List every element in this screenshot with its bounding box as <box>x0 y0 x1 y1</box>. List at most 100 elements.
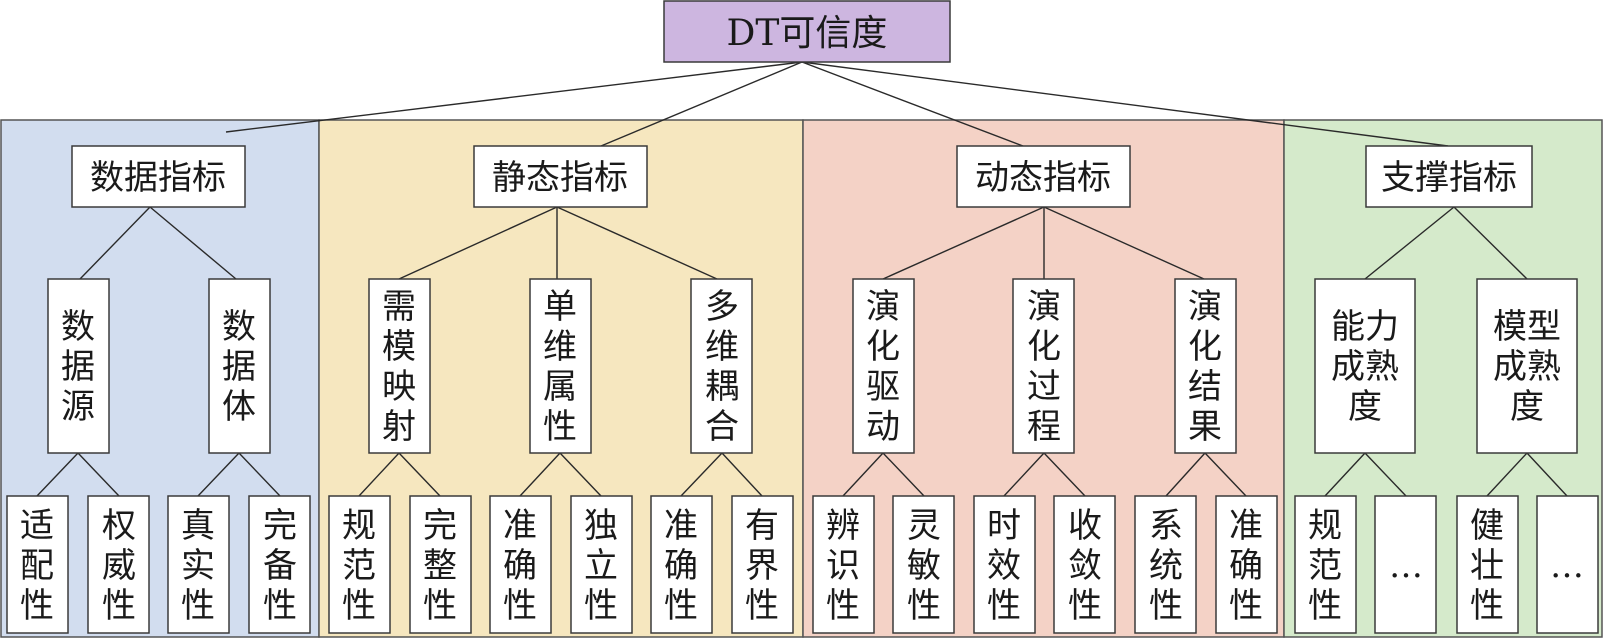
leaf-node: 系统性 <box>1134 495 1197 634</box>
leaf-node-box <box>167 495 230 634</box>
leaf-node-label: 规范性 <box>1308 506 1342 626</box>
root-node: DT可信度 <box>663 0 951 63</box>
leaf-node-box <box>1456 495 1519 634</box>
leaf-node-label: 权威性 <box>102 506 136 626</box>
mid-node: 多维耦合 <box>690 278 753 454</box>
leaf-node-box <box>489 495 552 634</box>
leaf-node: 完整性 <box>409 495 472 634</box>
leaf-node: 准确性 <box>1215 495 1278 634</box>
section-header-box <box>1365 145 1533 208</box>
mid-node: 演化驱动 <box>852 278 915 454</box>
leaf-node: 健壮性 <box>1456 495 1519 634</box>
leaf-node: … <box>1374 495 1437 634</box>
leaf-node: 适配性 <box>6 495 69 634</box>
leaf-node: 规范性 <box>1294 495 1357 634</box>
section-header-label: 支撑指标 <box>1381 158 1517 198</box>
leaf-node-box <box>1374 495 1437 634</box>
edge-root-dynamic <box>801 61 1024 147</box>
edge-leaf <box>238 452 281 497</box>
leaf-node-label: 系统性 <box>1149 506 1183 626</box>
leaf-node: 独立性 <box>570 495 633 634</box>
edge-leaf <box>36 452 79 497</box>
mid-node-box <box>1174 278 1237 454</box>
leaf-node: 真实性 <box>167 495 230 634</box>
mid-node-box <box>1314 278 1416 454</box>
section-header-data: 数据指标 <box>71 145 246 208</box>
mid-node-label: 多维耦合 <box>705 287 739 447</box>
leaf-node-label: 收敛性 <box>1068 506 1102 626</box>
leaf-node-label: 时效性 <box>987 506 1021 626</box>
mid-node: 能力成熟度 <box>1314 278 1416 454</box>
mid-node-box <box>1476 278 1578 454</box>
mid-node-box <box>690 278 753 454</box>
mid-node-label: 数据源 <box>61 307 95 427</box>
leaf-node-box <box>570 495 633 634</box>
leaf-node-box <box>328 495 391 634</box>
leaf-node-label: 准确性 <box>664 506 698 626</box>
edge-data-c2 <box>149 206 237 280</box>
mid-node: 单维属性 <box>529 278 592 454</box>
mid-node-label: 需模映射 <box>382 287 416 447</box>
leaf-node: 权威性 <box>87 495 150 634</box>
section-header-label: 动态指标 <box>975 158 1111 198</box>
mid-node: 演化过程 <box>1012 278 1075 454</box>
edge-leaf <box>680 452 723 497</box>
leaf-node-label: 适配性 <box>20 506 54 626</box>
leaf-node-label: … <box>1550 546 1584 586</box>
edge-leaf <box>721 452 763 497</box>
edge-leaf <box>1324 452 1366 497</box>
leaf-node-box <box>1053 495 1116 634</box>
mid-node-label: 演化过程 <box>1027 287 1061 447</box>
section-header-box <box>71 145 246 208</box>
mid-node-box <box>1012 278 1075 454</box>
leaf-node-box <box>409 495 472 634</box>
leaf-node-box <box>973 495 1036 634</box>
mid-node: 数据体 <box>208 278 271 454</box>
edge-leaf <box>1043 452 1086 497</box>
edge-leaf <box>882 452 925 497</box>
section-header-support: 支撑指标 <box>1365 145 1533 208</box>
edge-leaf <box>1204 452 1247 497</box>
edge-leaf <box>197 452 240 497</box>
leaf-node: 有界性 <box>731 495 794 634</box>
mid-node-label: 单维属性 <box>543 287 577 447</box>
mid-node: 需模映射 <box>368 278 431 454</box>
leaf-node-box <box>1215 495 1278 634</box>
edge-leaf <box>1486 452 1528 497</box>
connector-lines <box>36 61 1568 497</box>
edge-leaf <box>398 452 441 497</box>
leaf-node-label: 规范性 <box>342 506 376 626</box>
leaf-node-box <box>1536 495 1599 634</box>
leaf-node-box <box>892 495 955 634</box>
leaf-node-label: 完备性 <box>263 506 297 626</box>
leaf-node: 准确性 <box>489 495 552 634</box>
leaf-node: 灵敏性 <box>892 495 955 634</box>
edge-support-c2 <box>1453 206 1528 280</box>
mid-node-box <box>529 278 592 454</box>
section-header-static: 静态指标 <box>473 145 648 208</box>
edge-data-c1 <box>79 206 151 280</box>
leaf-node-label: 有界性 <box>745 506 779 626</box>
edge-leaf <box>77 452 120 497</box>
edge-leaf <box>358 452 400 497</box>
leaf-node: 准确性 <box>650 495 713 634</box>
leaf-node-box <box>6 495 69 634</box>
edge-dynamic-c1 <box>882 206 1045 280</box>
leaf-node-label: 辨识性 <box>826 506 860 626</box>
section-header-label: 数据指标 <box>90 158 226 198</box>
leaf-node-box <box>812 495 875 634</box>
leaf-node-box <box>248 495 311 634</box>
leaf-node: 收敛性 <box>1053 495 1116 634</box>
section-header-box <box>956 145 1131 208</box>
edge-static-c1 <box>398 206 558 280</box>
leaf-node-label: … <box>1389 546 1423 586</box>
section-header-box <box>473 145 648 208</box>
leaf-node-box <box>731 495 794 634</box>
leaf-node: … <box>1536 495 1599 634</box>
mid-node-label: 模型成熟度 <box>1493 307 1561 427</box>
section-header-label: 静态指标 <box>492 158 628 198</box>
mid-node-box <box>368 278 431 454</box>
mid-node-box <box>47 278 110 454</box>
root-box <box>663 0 951 63</box>
